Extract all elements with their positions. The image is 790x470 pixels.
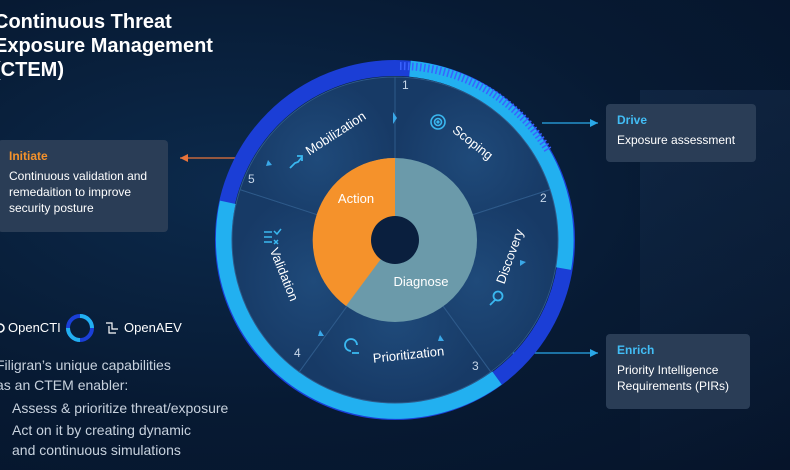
openaev-logo-icon <box>106 322 118 334</box>
stage-number-4: 4 <box>294 346 301 360</box>
callout-initiate: Initiate Continuous validation and remed… <box>0 140 168 232</box>
enrich-arrow-icon <box>590 349 598 357</box>
target-icon <box>430 114 446 130</box>
capability-item: Assess & prioritize threat/exposure <box>12 400 229 416</box>
refresh-icon <box>344 338 359 354</box>
center-label-action: Action <box>338 191 374 206</box>
capabilities-intro-line-1: Filigran’s unique capabilities <box>0 357 171 373</box>
outer-ring-arc-left <box>215 200 502 419</box>
outer-ring-ticks <box>399 62 552 153</box>
opencti-logo-icon <box>0 323 5 333</box>
page-title: Continuous Threat Exposure Management (C… <box>0 10 224 82</box>
callout-enrich: Enrich Priority Intelligence Requirement… <box>606 334 750 409</box>
marker-icon <box>520 260 526 266</box>
capability-item: and continuous simulations <box>12 442 181 458</box>
title-line-3: (CTEM) <box>0 59 64 81</box>
opencti-label: OpenCTI <box>8 320 61 335</box>
trend-arrow-icon <box>289 155 303 169</box>
action-section <box>312 157 395 306</box>
title-line-1: Continuous Threat <box>0 11 172 33</box>
initiate-arrow-icon <box>180 154 188 162</box>
marker-icon <box>318 330 324 336</box>
marker-icon <box>438 335 444 341</box>
logo-shapes <box>0 314 118 342</box>
stage-number-3: 3 <box>472 359 479 373</box>
stage-label-prioritization: Prioritization <box>372 343 445 365</box>
callout-initiate-title: Initiate <box>9 149 48 163</box>
callout-enrich-body: Priority Intelligence Requirements (PIRs… <box>617 363 730 393</box>
callout-drive-title: Drive <box>617 113 648 127</box>
stage-number-2: 2 <box>540 191 547 205</box>
callout-enrich-title: Enrich <box>617 343 655 357</box>
filigran-ring-icon <box>66 314 94 342</box>
callout-drive: Drive Exposure assessment <box>606 104 756 162</box>
drive-arrow-icon <box>590 119 598 127</box>
capability-item: Act on it by creating dynamic <box>12 422 191 438</box>
stage-number-1: 1 <box>402 78 409 92</box>
callout-initiate-body: Continuous validation and remedaition to… <box>9 169 148 215</box>
outer-ring-arc-right <box>409 60 574 270</box>
openaev-label: OpenAEV <box>124 320 182 335</box>
stage-number-5: 5 <box>248 172 255 186</box>
capabilities-section: Filigran’s unique capabilities as an CTE… <box>0 355 256 460</box>
marker-icon <box>393 112 397 124</box>
callout-drive-body: Exposure assessment <box>617 133 736 147</box>
checklist-icon <box>264 228 282 245</box>
center-label-diagnose: Diagnose <box>394 274 449 289</box>
product-logos: OpenCTI OpenAEV <box>0 313 210 343</box>
wheel-center-hole <box>371 216 419 264</box>
magnifier-icon <box>489 290 504 306</box>
marker-icon <box>266 160 272 166</box>
title-line-2: Exposure Management <box>0 35 213 57</box>
capabilities-intro-line-2: as an CTEM enabler: <box>0 377 129 393</box>
